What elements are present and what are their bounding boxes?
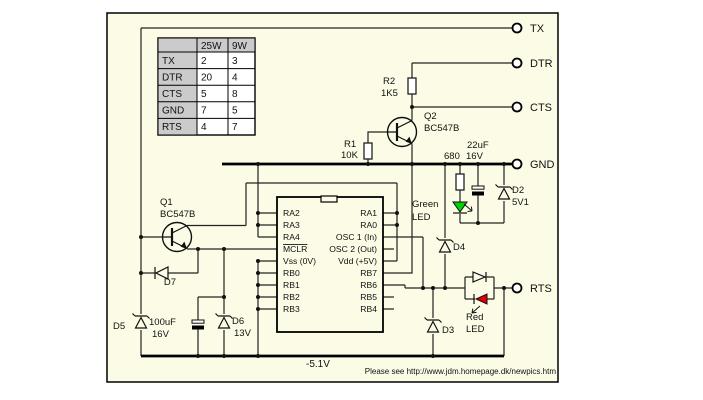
pin-label: RB7 bbox=[360, 268, 377, 278]
pin-label: RA3 bbox=[283, 220, 300, 230]
circuit-wires bbox=[140, 27, 512, 356]
table-header-25w: 25W bbox=[201, 41, 222, 52]
table-cell: 20 bbox=[201, 73, 213, 84]
terminal-rts-icon bbox=[511, 282, 523, 294]
terminal-cts-icon bbox=[511, 101, 523, 113]
d2-ref: D2 bbox=[512, 185, 524, 196]
table-cell: 7 bbox=[201, 106, 207, 117]
c22-volt: 16V bbox=[466, 151, 484, 162]
table-cell: 8 bbox=[232, 89, 238, 100]
chip-right-pin-labels: RA1 RA0 OSC 1 (In) OSC 2 (Out) Vdd (+5V)… bbox=[329, 208, 377, 314]
d4-ref: D4 bbox=[453, 242, 465, 253]
d6-value: 13V bbox=[234, 328, 252, 339]
table-cell: 3 bbox=[232, 56, 238, 67]
green-led-icon bbox=[452, 201, 473, 214]
pin-label: OSC 2 (Out) bbox=[329, 244, 377, 254]
terminal-tx-label: TX bbox=[530, 23, 545, 35]
d2-value: 5V1 bbox=[512, 197, 529, 208]
d3-ref: D3 bbox=[442, 325, 454, 336]
diode-d7 bbox=[154, 266, 169, 280]
q1-ref: Q1 bbox=[160, 197, 173, 208]
red-led-label-2: LED bbox=[466, 324, 485, 335]
neg-rail-voltage-label: -5.1V bbox=[306, 359, 330, 370]
diode-rts-top bbox=[472, 271, 487, 283]
table-cell: RTS bbox=[162, 122, 182, 133]
pin-label: Vss (0V) bbox=[283, 256, 316, 266]
r1-ref: R1 bbox=[344, 139, 356, 150]
red-led-icon bbox=[471, 293, 488, 314]
transistor-q1 bbox=[161, 221, 193, 253]
pin-label: Vdd (+5V) bbox=[338, 256, 377, 266]
table-cell: CTS bbox=[162, 89, 182, 100]
pin-label: RB0 bbox=[283, 268, 300, 278]
serial-pin-table: 25W 9W TX 2 3 DTR 20 4 CTS 5 8 GND 7 5 R… bbox=[157, 37, 256, 136]
terminal-dtr-icon bbox=[511, 57, 523, 69]
pin-label-mclr: MCLR bbox=[283, 244, 307, 254]
terminal-gnd-label: GND bbox=[530, 159, 555, 171]
table-cell: 4 bbox=[232, 73, 238, 84]
d5-ref: D5 bbox=[113, 321, 125, 332]
terminal-rts-label: RTS bbox=[530, 283, 552, 295]
pin-label: RB6 bbox=[360, 280, 377, 290]
c100-value: 100uF bbox=[149, 317, 176, 328]
resistor-r1 bbox=[363, 142, 373, 160]
terminal-cts-label: CTS bbox=[530, 102, 552, 114]
table-cell: 4 bbox=[201, 122, 207, 133]
chip-left-pin-labels: RA2 RA3 RA4 MCLR Vss (0V) RB0 RB1 RB2 RB… bbox=[283, 208, 316, 314]
q2-part: BC547B bbox=[424, 123, 459, 134]
pin-label: OSC 1 (In) bbox=[336, 232, 377, 242]
r2-ref: R2 bbox=[383, 76, 395, 87]
r1-value: 10K bbox=[341, 150, 359, 161]
terminal-gnd-icon bbox=[511, 158, 523, 170]
chip-notch bbox=[320, 195, 338, 203]
table-cell: TX bbox=[162, 56, 175, 67]
junction-dots bbox=[139, 105, 506, 358]
q1-part: BC547B bbox=[160, 209, 195, 220]
pin-label: RB3 bbox=[283, 304, 300, 314]
pin-label: RB1 bbox=[283, 280, 300, 290]
resistor-r2 bbox=[407, 77, 417, 95]
green-led-label-1: Green bbox=[412, 199, 438, 210]
red-led-label-1: Red bbox=[466, 312, 483, 323]
table-cell: 7 bbox=[232, 122, 238, 133]
terminal-tx-icon bbox=[511, 22, 523, 34]
pin-label: RB5 bbox=[360, 292, 377, 302]
transistor-q2 bbox=[386, 116, 418, 148]
pin-label: RA1 bbox=[360, 208, 377, 218]
pin-label: RA4 bbox=[283, 232, 300, 242]
resistor-680 bbox=[455, 173, 465, 191]
table-cell: 5 bbox=[201, 89, 207, 100]
footer-url-note: Please see http://www.jdm.homepage.dk/ne… bbox=[365, 367, 557, 376]
pic-chip-body bbox=[276, 196, 384, 333]
table-cell: 5 bbox=[232, 106, 238, 117]
table-cell: DTR bbox=[162, 73, 183, 84]
c22-value: 22uF bbox=[467, 140, 489, 151]
pin-label: RA0 bbox=[360, 220, 377, 230]
pin-label: RB4 bbox=[360, 304, 377, 314]
table-cell: 2 bbox=[201, 56, 207, 67]
r2-value: 1K5 bbox=[381, 88, 398, 99]
table-header-9w: 9W bbox=[232, 41, 248, 52]
terminal-dtr-label: DTR bbox=[530, 58, 553, 70]
d6-ref: D6 bbox=[232, 316, 244, 327]
table-cell: GND bbox=[162, 106, 184, 117]
d7-ref: D7 bbox=[164, 277, 176, 288]
pin-label: RA2 bbox=[283, 208, 300, 218]
c100-volt: 16V bbox=[152, 329, 170, 340]
r680-value: 680 bbox=[444, 151, 460, 162]
green-led-label-2: LED bbox=[412, 212, 431, 223]
pin-label: RB2 bbox=[283, 292, 300, 302]
q2-ref: Q2 bbox=[424, 111, 437, 122]
